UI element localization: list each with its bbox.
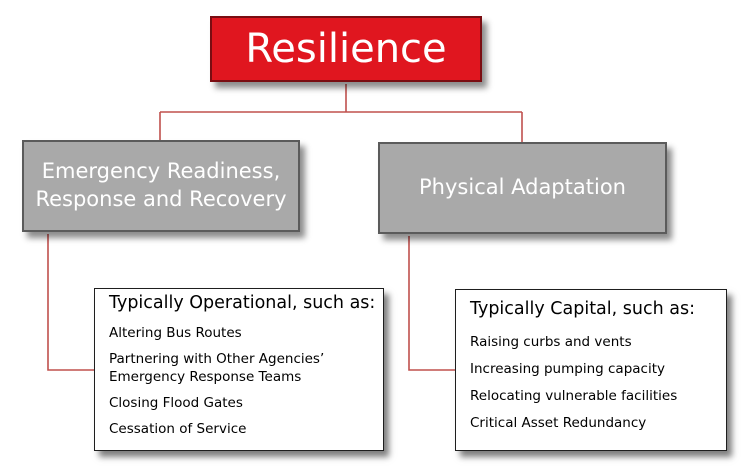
connector-left-detail — [47, 234, 94, 371]
list-item-line: Increasing pumping capacity — [470, 361, 665, 377]
list-item-line: Altering Bus Routes — [109, 325, 242, 341]
list-item: Relocating vulnerable facilities — [470, 387, 726, 405]
detail-heading: Typically Capital, such as: — [470, 299, 695, 319]
list-item-line: Critical Asset Redundancy — [470, 415, 647, 431]
list-item: Raising curbs and vents — [470, 333, 726, 351]
category-label-line: Physical Adaptation — [419, 175, 626, 200]
list-item: Increasing pumping capacity — [470, 360, 726, 378]
list-item-line: Raising curbs and vents — [470, 334, 632, 350]
list-item: Cessation of Service — [109, 420, 383, 438]
root-node-resilience: Resilience — [210, 16, 482, 82]
list-item: Closing Flood Gates — [109, 394, 383, 412]
list-item: Partnering with Other Agencies’ Emergenc… — [109, 350, 383, 386]
list-item: Altering Bus Routes — [109, 324, 383, 342]
category-emergency-readiness: Emergency Readiness, Response and Recove… — [22, 140, 300, 232]
list-item-line: Closing Flood Gates — [109, 395, 243, 411]
category-label-line: Response and Recovery — [35, 187, 287, 211]
detail-list: Altering Bus Routes Partnering with Othe… — [109, 324, 383, 438]
connector-right-detail — [408, 236, 455, 371]
category-label-line: Emergency Readiness, — [41, 159, 281, 184]
category-physical-adaptation: Physical Adaptation — [378, 142, 667, 234]
detail-heading: Typically Operational, such as: — [109, 293, 376, 313]
root-node-label: Resilience — [245, 26, 447, 72]
detail-list: Raising curbs and vents Increasing pumpi… — [470, 333, 726, 432]
detail-box-capital: Typically Capital, such as: Raising curb… — [455, 289, 727, 451]
detail-box-operational: Typically Operational, such as: Altering… — [94, 288, 384, 451]
list-item-line: Cessation of Service — [109, 421, 247, 437]
list-item-line: Partnering with Other Agencies’ — [109, 351, 325, 367]
list-item-line: Relocating vulnerable facilities — [470, 388, 678, 404]
list-item-line: Emergency Response Teams — [109, 369, 302, 385]
list-item: Critical Asset Redundancy — [470, 414, 726, 432]
